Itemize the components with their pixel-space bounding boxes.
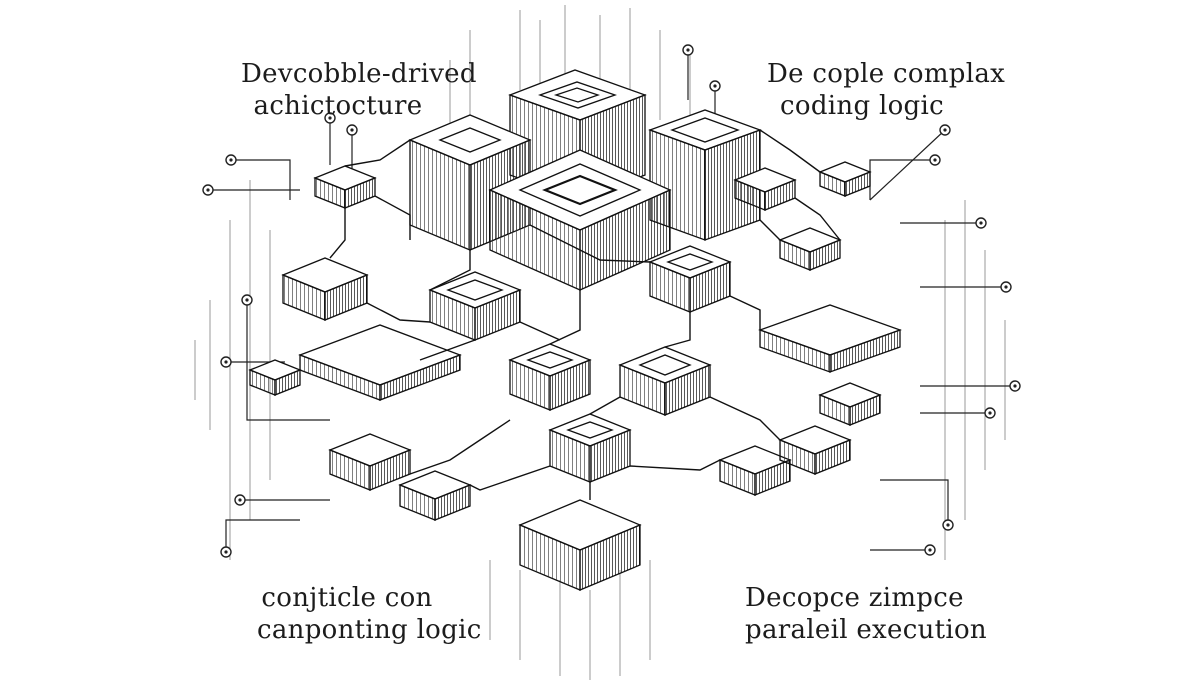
block-left-plate xyxy=(298,324,462,401)
label-bottom-right: Decopce zimpce paraleil execution xyxy=(745,582,987,646)
block-left-mid xyxy=(281,257,369,321)
label-top-right-line-1: De cople complax xyxy=(767,59,1006,89)
label-bottom-left-line-1: conjticle con xyxy=(261,583,433,613)
block-bottom-center xyxy=(518,499,642,591)
label-bottom-left: conjticle con canponting logic xyxy=(257,582,482,646)
label-top-left-line-2: achictocture xyxy=(253,91,423,121)
label-top-left-line-1: Devcobble-drived xyxy=(241,59,477,89)
label-top-right: De cople complax coding logic xyxy=(767,58,1006,122)
label-top-left: Devcobble-drived achictocture xyxy=(241,58,477,122)
block-left-small-1 xyxy=(313,165,377,209)
label-bottom-right-line-1: Decopce zimpce xyxy=(745,583,964,613)
block-right-center xyxy=(618,346,712,416)
block-right-mid xyxy=(778,227,842,271)
block-lower-left xyxy=(328,433,412,491)
block-right-upper xyxy=(648,245,732,313)
block-lower-center xyxy=(548,413,632,483)
block-right-small-1 xyxy=(733,167,797,211)
block-central-large xyxy=(488,149,672,292)
label-bottom-left-line-2: canponting logic xyxy=(257,615,482,645)
block-right-plate xyxy=(758,304,902,373)
block-center xyxy=(508,343,592,411)
circuit-traces xyxy=(329,129,841,500)
label-bottom-right-line-2: paraleil execution xyxy=(745,615,987,645)
block-mid-left xyxy=(428,271,522,341)
block-left-far xyxy=(248,359,302,396)
block-right-small-2 xyxy=(818,161,872,197)
isometric-blocks xyxy=(248,69,902,591)
label-top-right-line-2: coding logic xyxy=(780,91,944,121)
background-sketch-lines xyxy=(194,5,1006,680)
block-lower-right-2 xyxy=(778,425,852,475)
block-lower-left-2 xyxy=(398,470,472,521)
block-right-far xyxy=(818,382,882,426)
